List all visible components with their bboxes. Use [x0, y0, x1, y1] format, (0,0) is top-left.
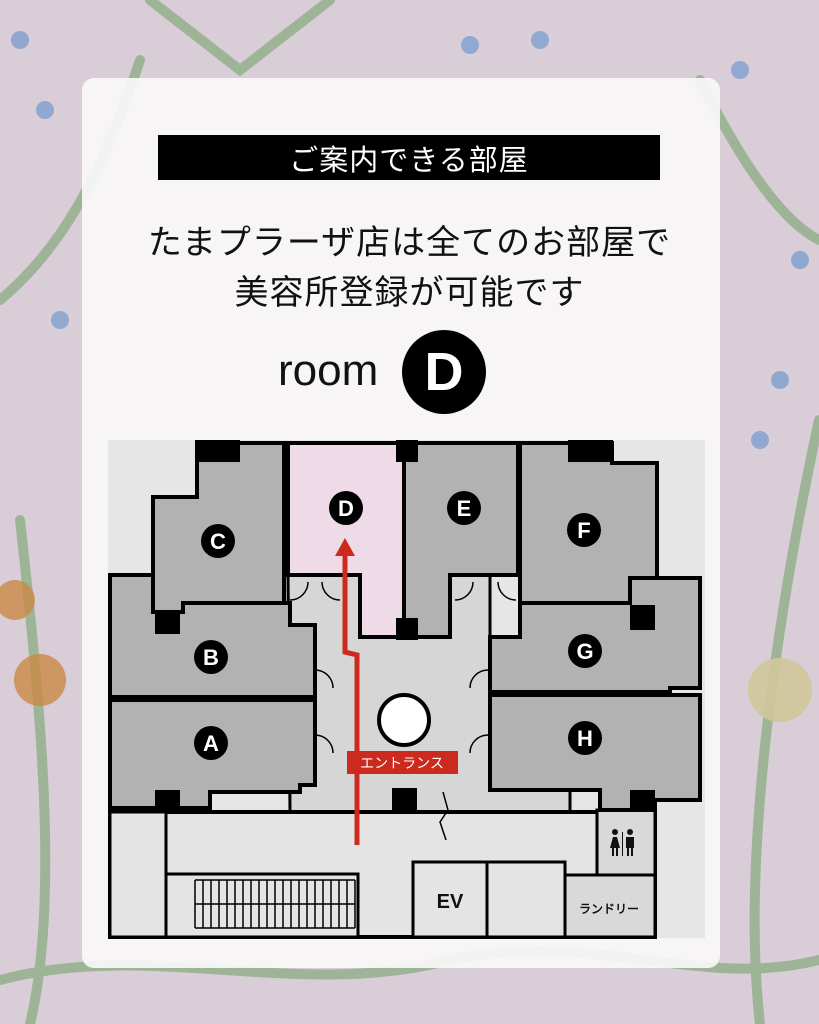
elevator-2 — [485, 860, 567, 939]
stair-direction-mark — [439, 791, 449, 841]
stairs — [164, 872, 360, 939]
arrow-head — [335, 538, 355, 556]
room-label-b: B — [194, 640, 228, 674]
svg-text:D: D — [338, 496, 354, 521]
room-label-h: H — [568, 721, 602, 755]
pillars — [155, 440, 655, 812]
room-label-e: E — [447, 491, 481, 525]
svg-text:C: C — [210, 529, 226, 554]
section-title: ご案内できる部屋 — [158, 135, 660, 180]
room-label-c: C — [201, 524, 235, 558]
room-label-g: G — [568, 634, 602, 668]
svg-text:F: F — [577, 518, 590, 543]
selected-room-badge: D — [402, 330, 486, 414]
doors — [289, 581, 517, 754]
room-b — [108, 573, 317, 699]
svg-text:H: H — [577, 726, 593, 751]
laundry-label: ランドリー — [579, 902, 639, 916]
entrance-route-arrow — [342, 552, 360, 845]
message-line-2: 美容所登録が可能です — [234, 273, 585, 313]
svg-text:A: A — [203, 731, 219, 756]
entrance-label-bg — [347, 751, 458, 774]
room-label-f: F — [567, 513, 601, 547]
svg-text:B: B — [203, 645, 219, 670]
svg-text:E: E — [457, 496, 472, 521]
room-prefix: room — [278, 346, 379, 395]
elevator — [411, 860, 489, 939]
entrance-label: エントランス — [360, 755, 444, 771]
central-pillar — [377, 693, 431, 747]
elevator-label: EV — [437, 891, 464, 913]
left-storage — [108, 810, 168, 939]
stair-treads — [194, 880, 356, 928]
restroom-icon — [610, 829, 634, 856]
room-label-d: D — [329, 491, 363, 525]
svg-text:G: G — [576, 639, 593, 664]
message-line-1: たまプラーザ店は全てのお部屋で — [147, 223, 672, 263]
room-label-a: A — [194, 726, 228, 760]
